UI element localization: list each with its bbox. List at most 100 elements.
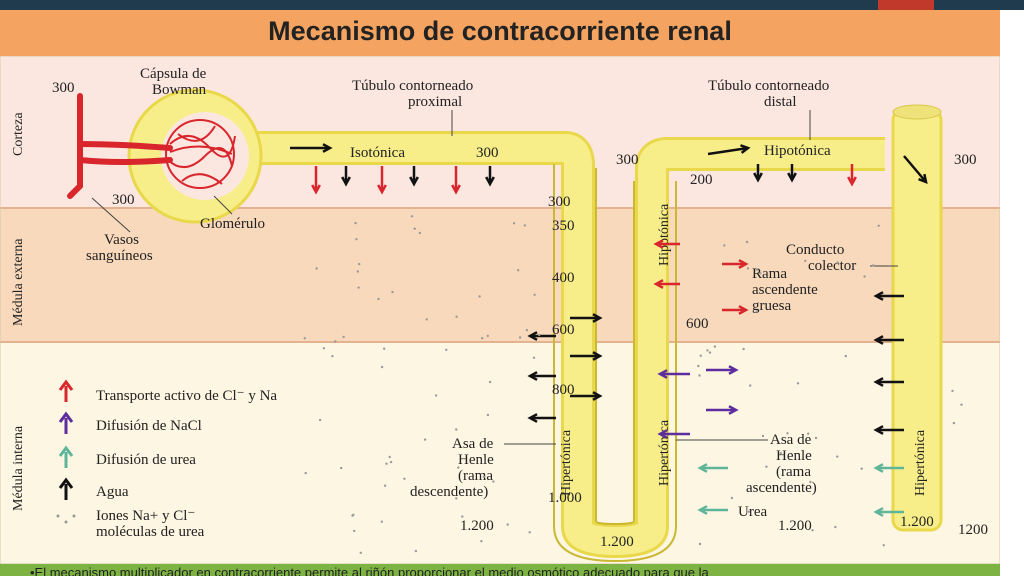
zone-label-inner: Médula interna: [11, 425, 26, 511]
glomerulus: [165, 119, 236, 189]
ion-dot: [414, 549, 418, 553]
black-transport-arrow: [903, 155, 927, 183]
label-proximal-1: Túbulo contorneado: [352, 78, 473, 94]
ion-dot: [761, 434, 765, 438]
value-200: 200: [690, 172, 713, 188]
ion-dot: [877, 224, 880, 227]
legend-dots-label-1: Iones Na+ y Cl⁻: [96, 508, 195, 524]
red-arrow-head: [738, 305, 749, 315]
green-arrow-head: [697, 463, 708, 473]
ion-dot: [331, 355, 334, 358]
value-1200-right: 1200: [958, 522, 988, 538]
legend-red-label: Transporte activo de Cl⁻ y Na: [96, 388, 277, 404]
ion-dot: [834, 525, 837, 529]
legend-purple-arrow: [58, 411, 74, 434]
ion-dot: [461, 515, 464, 518]
ion-dot: [388, 455, 391, 459]
label-conducto-2: colector: [808, 258, 856, 274]
ion-dot: [528, 531, 531, 534]
ion-dot: [342, 335, 345, 339]
green-arrow-head: [873, 463, 884, 473]
ion-dot: [698, 374, 701, 377]
red-arrow-head: [377, 184, 387, 195]
black-arrow-head: [527, 331, 538, 341]
label-asa-asc-4: ascendente): [746, 480, 817, 496]
zone-label-cortex: Corteza: [11, 112, 26, 156]
ion-dot: [706, 349, 709, 352]
ion-dot: [353, 529, 356, 533]
legend: Transporte activo de Cl⁻ y Na Difusión d…: [56, 379, 277, 540]
ion-dot: [391, 290, 394, 294]
ion-dot: [380, 365, 384, 369]
value-800: 800: [552, 382, 575, 398]
purple-arrow-head: [728, 365, 739, 375]
black-transport-arrow: [707, 146, 749, 156]
red-arrow-head: [311, 184, 321, 195]
legend-dots-label-2: moléculas de urea: [96, 524, 205, 540]
ion-dot: [410, 215, 414, 218]
ion-dot: [423, 438, 427, 441]
label-rama-2: ascendente: [752, 282, 818, 298]
ion-dot: [814, 436, 818, 440]
black-arrow-head: [873, 335, 884, 345]
zone-label-outer: Médula externa: [11, 238, 26, 326]
ion-dot: [455, 315, 458, 318]
value-300-right: 300: [954, 152, 977, 168]
ion-dot: [478, 295, 481, 298]
ion-dot: [804, 259, 807, 262]
black-arrow-head: [592, 313, 603, 323]
ion-dot: [354, 221, 357, 225]
ion-dot: [713, 345, 717, 348]
ion-dot: [523, 224, 526, 227]
ion-dot: [755, 310, 759, 313]
ion-dot: [488, 380, 492, 384]
ion-dot: [445, 348, 448, 351]
footer-text: •El mecanismo multiplicador en contracor…: [30, 565, 709, 576]
ion-dot: [383, 484, 387, 487]
ion-dot: [334, 340, 337, 343]
ion-dot: [380, 520, 383, 523]
ion-dot: [807, 432, 810, 435]
value-1200-duct: 1.200: [900, 514, 934, 530]
black-arrow-head: [527, 413, 538, 423]
ion-dot: [359, 551, 362, 554]
value-400: 400: [552, 270, 575, 286]
ion-dot: [486, 334, 489, 338]
black-arrow-head: [527, 371, 538, 381]
label-asa-desc-4: descendente): [410, 484, 488, 500]
value-600-desc: 600: [552, 322, 575, 338]
ion-dot: [779, 452, 782, 455]
footer-bar: •El mecanismo multiplicador en contracor…: [0, 564, 1000, 576]
red-arrow-head: [451, 184, 461, 195]
ion-dot: [951, 389, 954, 393]
ion-dot: [340, 466, 343, 470]
label-asa-desc-2: Henle: [458, 452, 494, 468]
label-hipertonica-asc: Hipertónica: [657, 419, 672, 486]
ion-dot: [518, 336, 522, 339]
ion-dot: [385, 462, 388, 465]
kidney-diagram: Corteza Médula externa Médula interna 30…: [0, 56, 1000, 564]
value-1200-left: 1.200: [460, 518, 494, 534]
legend-red-arrow: [58, 379, 74, 402]
ion-dots: [303, 215, 963, 554]
value-300-desc: 300: [548, 194, 571, 210]
ion-dot: [786, 432, 789, 435]
ion-dot: [434, 394, 438, 397]
right-margin: [1000, 10, 1024, 576]
value-300-mid: 300: [616, 152, 639, 168]
ion-dot: [796, 382, 800, 385]
legend-green-label: Difusión de urea: [96, 452, 196, 468]
ion-dot: [512, 222, 516, 225]
value-1000: 1.000: [548, 490, 582, 506]
label-conducto-1: Conducto: [786, 242, 844, 258]
black-arrow-head: [918, 173, 928, 184]
zone-inner-medulla: [0, 342, 1000, 564]
green-arrow-head: [697, 505, 708, 515]
ion-dot: [747, 510, 751, 513]
ion-dot: [730, 496, 734, 500]
ion-dot: [723, 244, 726, 247]
ion-dot: [525, 328, 529, 332]
zone-outer-medulla: [0, 208, 1000, 342]
legend-green-arrow: [58, 445, 74, 468]
label-isotonica: Isotónica: [350, 145, 405, 161]
